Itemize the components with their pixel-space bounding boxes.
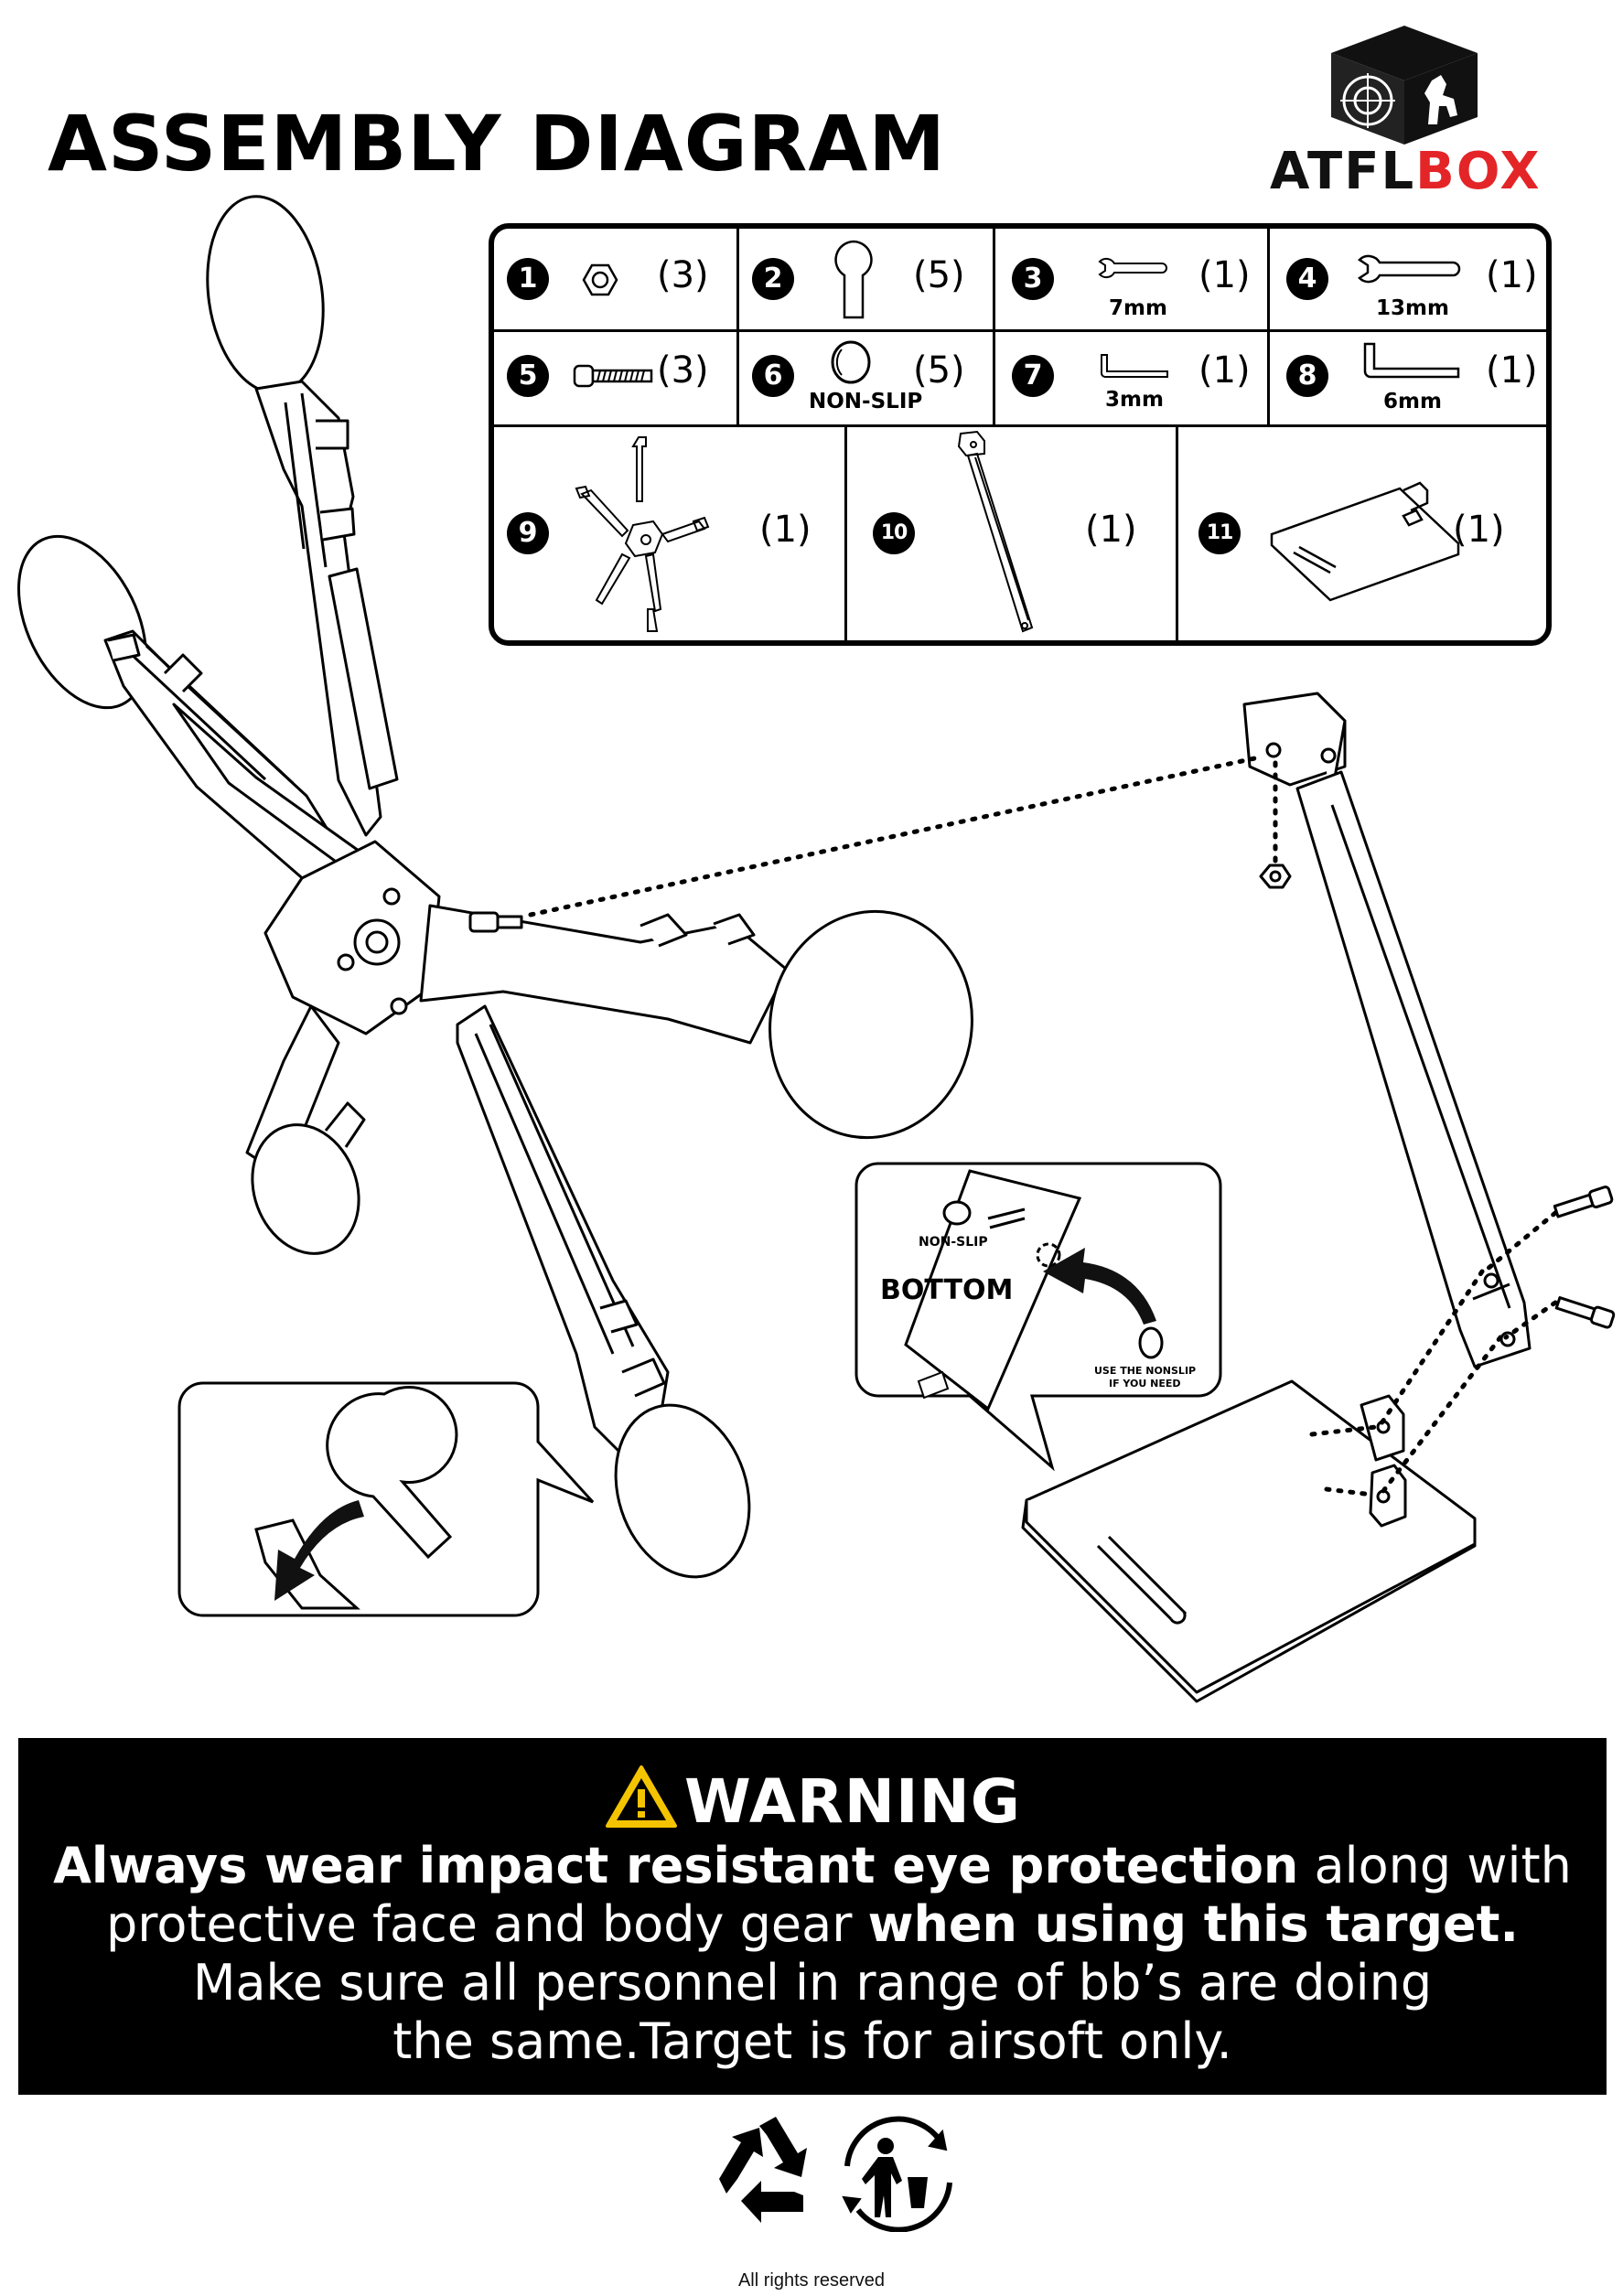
part-qty: (3) xyxy=(657,349,709,392)
target-frame xyxy=(17,195,973,1579)
part-cell-9: 9 (1) xyxy=(494,424,847,640)
part-cell-10: 10 (1) xyxy=(847,424,1178,640)
parts-row-3: 9 (1) 10 xyxy=(494,424,1546,640)
logo-text-accent: BOX xyxy=(1415,142,1542,201)
part-number: 9 xyxy=(507,512,549,554)
wrench-icon xyxy=(1358,254,1461,284)
part-qty: (1) xyxy=(1486,349,1538,392)
warning-line-3: Make sure all personnel in range of bb’s… xyxy=(192,1954,1433,2012)
hint-line-1: USE THE NONSLIP xyxy=(1094,1365,1196,1377)
warning-line-1-bold: Always wear impact resistant eye protect… xyxy=(53,1837,1299,1894)
atflbox-logo xyxy=(1331,26,1478,145)
tidyman-icon xyxy=(842,2116,952,2232)
warning-heading: WARNING xyxy=(18,1764,1607,1837)
hex-key-icon xyxy=(1101,354,1168,378)
base-plate xyxy=(1021,1379,1477,1703)
part-number: 8 xyxy=(1286,355,1328,397)
part-cell-5: 5 (3) xyxy=(494,329,739,424)
warning-line-1: Always wear impact resistant eye protect… xyxy=(18,1837,1607,1895)
part-number: 4 xyxy=(1286,258,1328,300)
part-cell-2: 2 (5) xyxy=(739,229,995,329)
part-cell-1: 1 (3) xyxy=(494,229,739,329)
part-cell-8: 8 6mm (1) xyxy=(1270,329,1546,424)
warning-banner: WARNING Always wear impact resistant eye… xyxy=(18,1738,1607,2095)
non-slip-label: NON-SLIP xyxy=(919,1235,988,1250)
logo-cube-icon xyxy=(1331,26,1478,145)
warning-heading-text: WARNING xyxy=(684,1766,1021,1837)
part-cell-11: 11 (1) xyxy=(1178,424,1546,640)
callout-plate-detail xyxy=(177,1381,595,1617)
part-number: 11 xyxy=(1198,512,1241,554)
part-size: 7mm xyxy=(1109,296,1167,320)
bolt xyxy=(468,911,523,933)
footer-text: All rights reserved xyxy=(737,2270,886,2291)
part-qty: (1) xyxy=(1198,254,1251,296)
bolt xyxy=(1554,1296,1616,1329)
part-size: 6mm xyxy=(1383,390,1442,413)
hex-nut-icon xyxy=(582,263,618,296)
page-title: ASSEMBLY DIAGRAM xyxy=(48,99,946,188)
logo-wordmark: ATFLBOX xyxy=(1270,142,1542,201)
part-cell-7: 7 3mm (1) xyxy=(995,329,1270,424)
hint-line-2: IF YOU NEED xyxy=(1109,1378,1181,1389)
wrench-icon xyxy=(1098,257,1167,279)
part-qty: (5) xyxy=(913,349,965,392)
target-plate xyxy=(251,1123,360,1255)
part-size: NON-SLIP xyxy=(809,390,923,413)
arrow-icon xyxy=(1043,1248,1156,1325)
part-number: 10 xyxy=(873,512,915,554)
parts-row-2: 5 (3) 6 NON-SLIP (5) 7 xyxy=(494,329,1546,427)
arrow-icon xyxy=(274,1500,364,1601)
recycle-icon xyxy=(719,2117,807,2223)
part-qty: (1) xyxy=(1453,509,1505,551)
target-frame-icon xyxy=(575,436,710,632)
bottom-label: BOTTOM xyxy=(880,1274,1013,1306)
part-cell-3: 3 7mm (1) xyxy=(995,229,1270,329)
non-slip-pad-icon xyxy=(1138,1326,1164,1359)
warning-line-1-rest: along with xyxy=(1298,1837,1572,1894)
guide-lines xyxy=(528,755,1558,1497)
callout-bottom-detail: BOTTOM NON-SLIP USE THE NONSLIP IF YOU N… xyxy=(854,1162,1222,1472)
support-arm xyxy=(1242,692,1532,1368)
part-size: 3mm xyxy=(1105,388,1164,412)
part-cell-4: 4 13mm (1) xyxy=(1270,229,1546,329)
warning-triangle-icon xyxy=(606,1765,678,1828)
warning-line-4: the same.Target is for airsoft only. xyxy=(392,2012,1232,2070)
part-qty: (1) xyxy=(1085,509,1137,551)
logo-text-main: ATFL xyxy=(1270,142,1416,201)
target-plate xyxy=(614,1403,751,1579)
parts-list: 1 (3) 2 (5) 3 7mm (1) 4 xyxy=(489,223,1552,646)
part-number: 1 xyxy=(507,258,549,300)
part-qty: (1) xyxy=(1198,349,1251,392)
target-plate-icon xyxy=(834,240,873,319)
part-cell-6: 6 NON-SLIP (5) xyxy=(739,329,995,424)
warning-line-2-bold: when using this target. xyxy=(867,1895,1519,1953)
bolt-icon xyxy=(573,364,653,388)
part-qty: (3) xyxy=(657,254,709,296)
bolt xyxy=(1553,1186,1614,1218)
part-number: 2 xyxy=(752,258,794,300)
part-number: 6 xyxy=(752,355,794,397)
target-plate xyxy=(769,909,973,1140)
target-plate xyxy=(206,195,325,394)
non-slip-pad-icon xyxy=(831,340,871,384)
warning-line-2-start: protective face and body gear xyxy=(106,1895,868,1953)
part-number: 3 xyxy=(1012,258,1054,300)
part-qty: (1) xyxy=(1486,254,1538,296)
hex-nut xyxy=(1259,864,1292,889)
support-arm-icon xyxy=(957,430,1034,633)
hex-key-icon xyxy=(1363,342,1460,379)
part-number: 5 xyxy=(507,355,549,397)
part-qty: (5) xyxy=(913,254,965,296)
warning-line-2: protective face and body gear when using… xyxy=(18,1895,1607,1954)
part-qty: (1) xyxy=(759,509,812,551)
disposal-icons xyxy=(719,2116,952,2232)
part-size: 13mm xyxy=(1376,296,1449,320)
base-plate-icon xyxy=(1270,481,1460,602)
parts-row-1: 1 (3) 2 (5) 3 7mm (1) 4 xyxy=(494,229,1546,332)
part-number: 7 xyxy=(1012,355,1054,397)
